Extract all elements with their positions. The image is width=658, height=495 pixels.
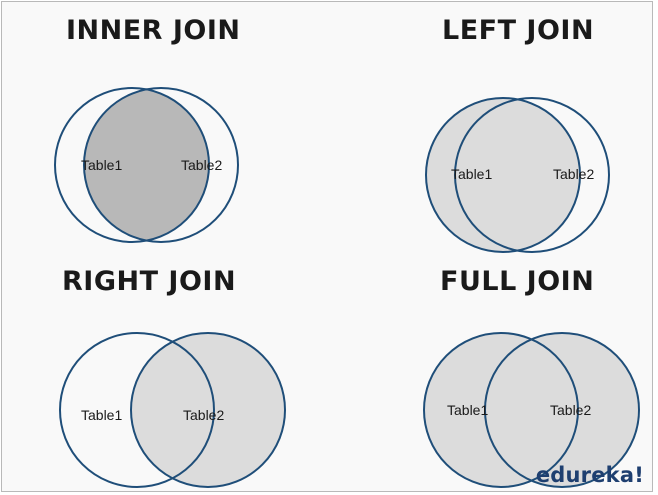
full-join-table2-circle (484, 332, 640, 488)
left-join-table2-label: Table2 (553, 166, 594, 182)
inner-join-table1-label: Table1 (81, 157, 122, 173)
full-join-table2-label: Table2 (550, 402, 591, 418)
right-join-table2-circle (130, 332, 286, 488)
full-join-table2-fill (485, 333, 639, 487)
right-join-title: RIGHT JOIN (62, 266, 237, 297)
inner-join-table1-circle (54, 87, 210, 243)
left-join-venn: Table1 Table2 (425, 97, 610, 253)
right-join-venn: Table1 Table2 (59, 332, 286, 488)
inner-join-table2-label: Table2 (181, 157, 222, 173)
full-join-table1-circle (423, 332, 579, 488)
left-join-table1-label: Table1 (451, 166, 492, 182)
right-join-table2-label: Table2 (183, 407, 224, 423)
right-join-table1-label: Table1 (81, 407, 122, 423)
full-join-title: FULL JOIN (440, 266, 595, 297)
left-join-table2-circle (454, 97, 610, 253)
left-join-title: LEFT JOIN (442, 15, 595, 46)
full-join-table1-label: Table1 (447, 402, 488, 418)
right-join-table1-circle (59, 332, 215, 488)
full-join-venn: Table1 Table2 (423, 332, 640, 488)
inner-join-venn: Table1 Table2 (54, 87, 239, 243)
inner-join-title: INNER JOIN (66, 15, 241, 46)
inner-join-table2-circle (83, 87, 239, 243)
edureka-logo: edureka! (535, 463, 644, 487)
